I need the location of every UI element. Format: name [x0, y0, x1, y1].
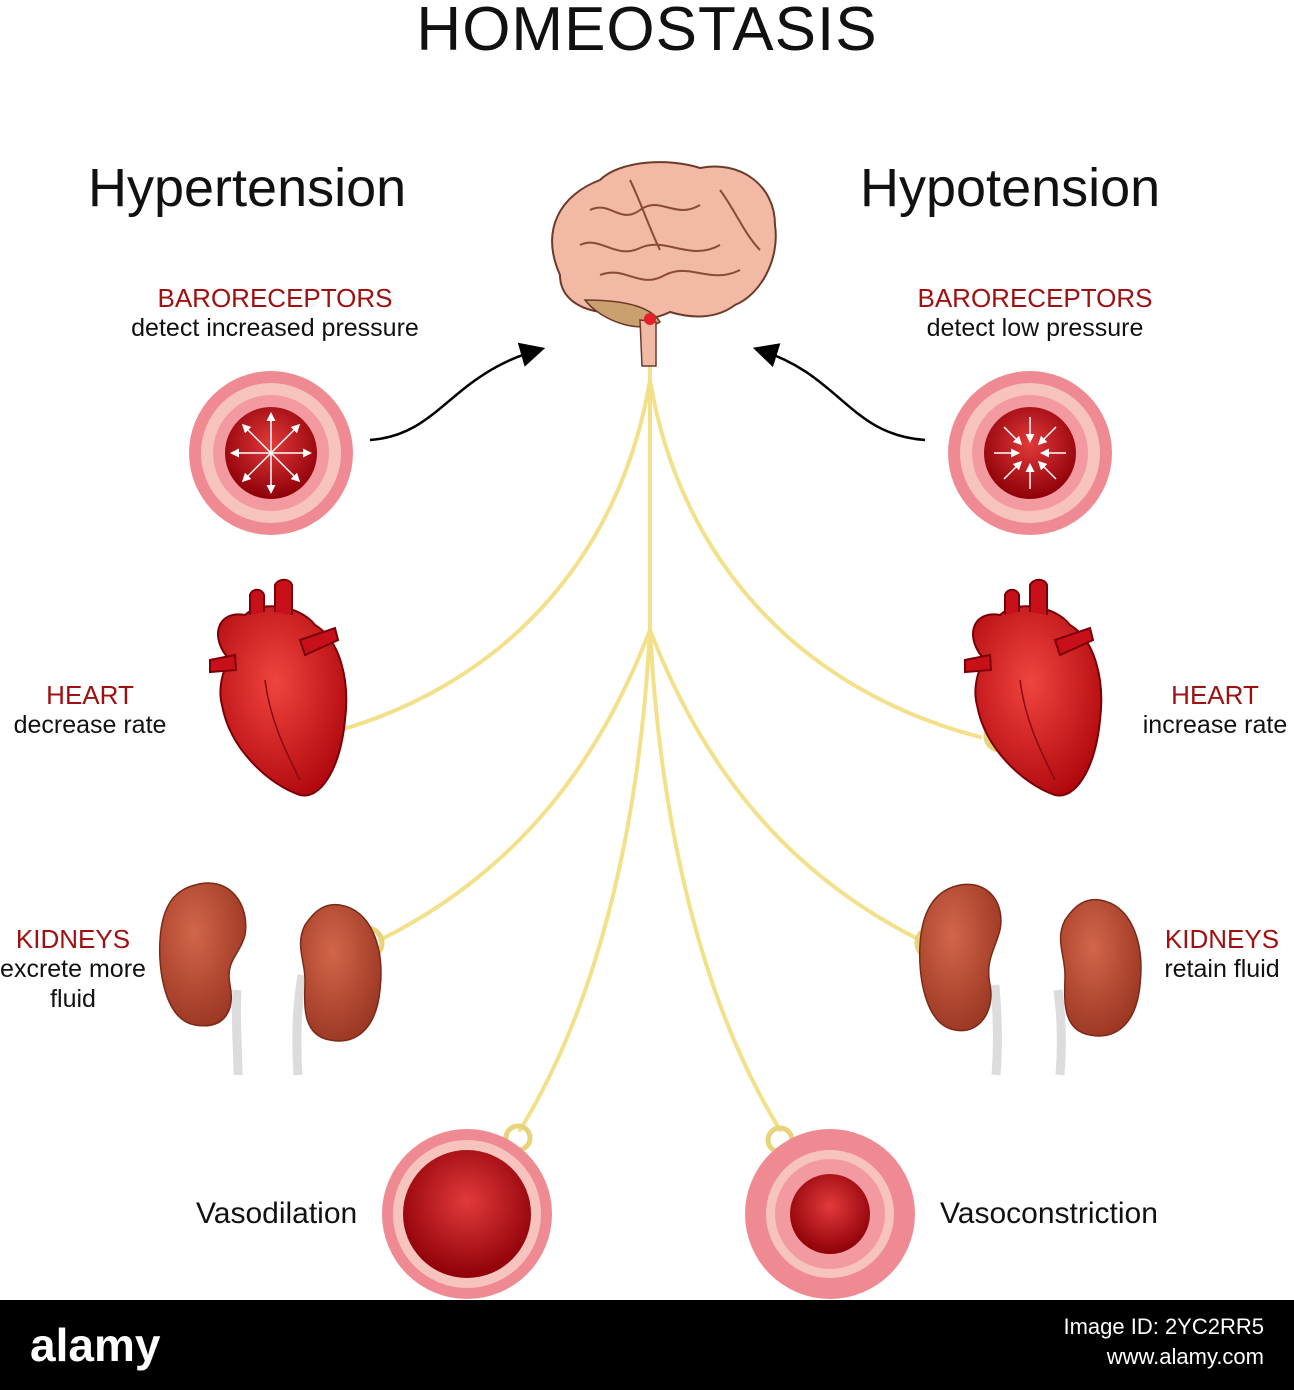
kidneys-right-label: KIDNEYS retain fluid	[1150, 924, 1294, 984]
kidneys-left-desc-1: excrete more	[0, 955, 146, 983]
heart-left-title: HEART	[46, 680, 134, 710]
kidneys-left-desc-2: fluid	[50, 985, 96, 1013]
kidney-right-outer-icon	[1053, 898, 1142, 1076]
vasodilation-vessel	[382, 1129, 552, 1299]
hypertension-heading: Hypertension	[88, 158, 407, 218]
heart-right-desc: increase rate	[1142, 711, 1288, 739]
baroreceptors-right-label: BARORECEPTORS detect low pressure	[870, 283, 1200, 343]
baroreceptors-left-desc: detect increased pressure	[131, 314, 419, 342]
kidneys-right-title: KIDNEYS	[1164, 924, 1280, 954]
heart-right-icon	[964, 578, 1103, 797]
vasoconstriction-label: Vasoconstriction	[940, 1197, 1158, 1230]
footer-image-id: Image ID: 2YC2RR5	[1063, 1314, 1264, 1339]
baroreceptors-left-label: BARORECEPTORS detect increased pressure	[110, 283, 440, 343]
footer-brand: alamy	[30, 1319, 161, 1371]
heart-left-icon	[209, 578, 348, 797]
left-arrow	[369, 342, 546, 442]
heart-left-label: HEART decrease rate	[0, 680, 180, 740]
nerve-network	[320, 338, 982, 1132]
baroreceptors-right-desc: detect low pressure	[926, 314, 1144, 342]
brain-icon	[551, 161, 777, 367]
artery-cross-section-right	[948, 371, 1112, 535]
footer-info: Image ID: 2YC2RR5 www.alamy.com	[1063, 1312, 1264, 1372]
baroreceptors-left-title: BARORECEPTORS	[157, 283, 393, 313]
vasodilation-label: Vasodilation	[196, 1197, 358, 1230]
watermark-footer: alamy Image ID: 2YC2RR5 www.alamy.com	[0, 1300, 1294, 1390]
nerve-endings	[299, 715, 1001, 1155]
page-title: HOMEOSTASIS	[416, 0, 878, 64]
hypotension-heading: Hypotension	[860, 158, 1161, 218]
artery-cross-section-left	[189, 371, 353, 535]
heart-right-label: HEART increase rate	[1130, 680, 1294, 740]
kidney-left-outer-icon	[158, 882, 247, 1076]
kidney-right-inner-icon	[918, 883, 1002, 1076]
kidneys-left-label: KIDNEYS excrete more fluid	[0, 924, 146, 1014]
kidneys-left-title: KIDNEYS	[15, 924, 131, 954]
footer-site: www.alamy.com	[1106, 1344, 1264, 1369]
kidney-left-inner-icon	[292, 903, 382, 1076]
homeostasis-diagram	[158, 161, 1142, 1299]
kidneys-right-desc-1: retain fluid	[1164, 955, 1280, 983]
baroreceptors-right-title: BARORECEPTORS	[917, 283, 1153, 313]
vasoconstriction-vessel	[745, 1129, 915, 1299]
right-arrow	[752, 343, 926, 442]
heart-left-desc: decrease rate	[13, 711, 167, 739]
heart-right-title: HEART	[1171, 680, 1259, 710]
